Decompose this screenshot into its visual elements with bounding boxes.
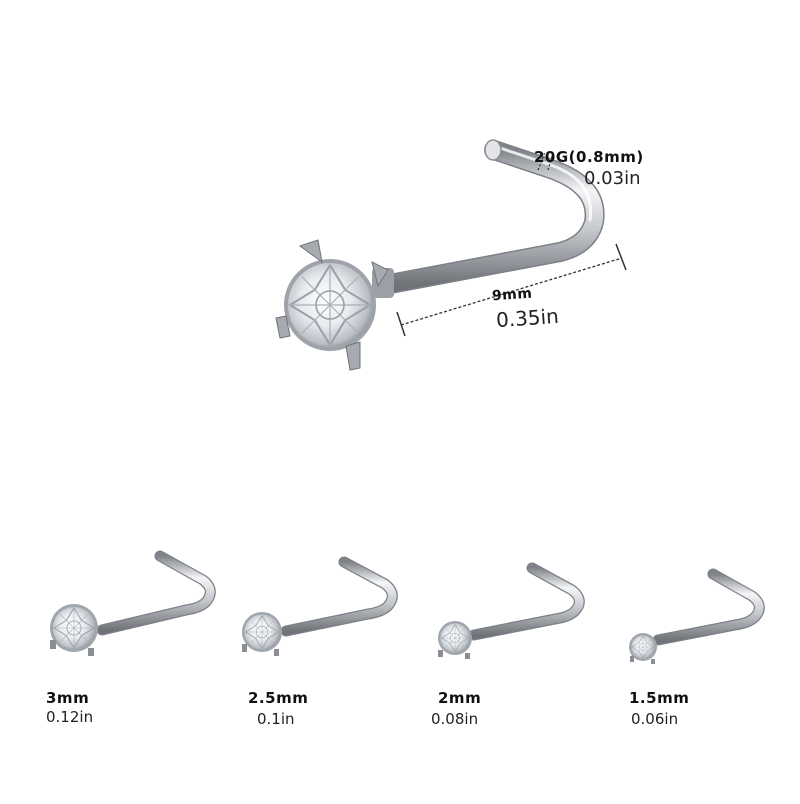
size-2-5mm-label: 2.5mm [248, 689, 309, 707]
gem-1-5mm-icon [629, 633, 657, 664]
length-dimension-line [396, 243, 627, 337]
size-2-5mm-inches: 0.1in [257, 710, 295, 728]
gem-2mm-icon [438, 621, 472, 659]
stud-2mm [438, 562, 585, 659]
main-stud [275, 139, 627, 371]
gem-2-5mm-icon [242, 612, 282, 656]
stud-2-5mm [242, 556, 398, 656]
gauge-inches-label: 0.03in [584, 168, 641, 189]
gem-3mm-icon [50, 604, 98, 656]
stud-1-5mm [629, 568, 765, 664]
stud-3mm [50, 550, 216, 656]
size-2mm-inches: 0.08in [431, 710, 479, 728]
size-3mm-label: 3mm [46, 689, 90, 707]
length-inches-label: 0.35in [495, 303, 560, 333]
size-1-5mm-label: 1.5mm [629, 689, 690, 707]
size-1-5mm-inches: 0.06in [631, 710, 679, 728]
gauge-dimension-line [537, 151, 553, 171]
length-mm-label: 9mm [491, 285, 533, 305]
gauge-mm-label: 20G(0.8mm) [534, 148, 644, 166]
main-gem-icon [275, 239, 394, 371]
size-3mm-inches: 0.12in [46, 708, 94, 726]
size-2mm-label: 2mm [438, 689, 482, 707]
